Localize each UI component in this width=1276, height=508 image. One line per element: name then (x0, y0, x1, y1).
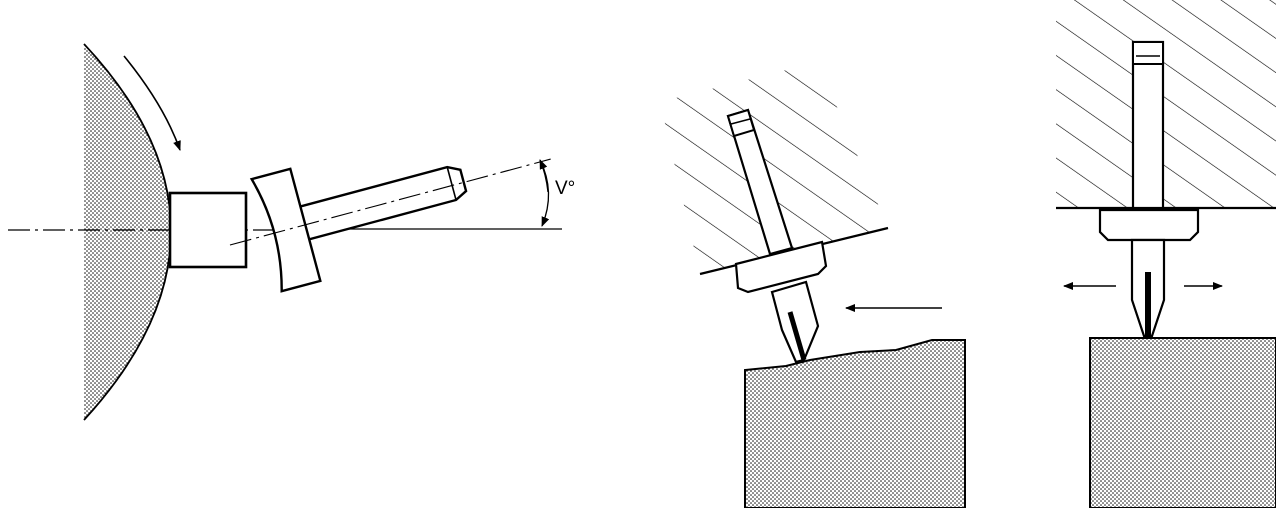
tilted-shank-cap (726, 108, 756, 138)
tool-flange (249, 167, 322, 293)
grinding-setup-figure: V° (8, 43, 575, 421)
tilted-shank-cap-line (730, 118, 751, 125)
tilted-fixture-hatched (660, 62, 888, 274)
tool-shank-tip-line (446, 166, 457, 201)
tilted-tool (229, 158, 551, 293)
tilted-flange (734, 240, 828, 294)
vertical-fixture-hatched (1056, 0, 1276, 208)
angle-arc-top (539, 159, 549, 193)
vertical-workpiece (1089, 337, 1276, 508)
tool-axis-line (229, 158, 551, 246)
tilted-workpiece (744, 339, 966, 508)
vertical-flange (1098, 208, 1200, 242)
angle-label: V° (555, 178, 575, 199)
vertical-shank-cap (1132, 41, 1164, 65)
holder-block (168, 191, 248, 269)
vertical-shank (1131, 40, 1165, 210)
tilted-cutting-figure (660, 62, 966, 508)
tilted-cutter-slot (787, 311, 807, 361)
vertical-cutting-figure (1056, 0, 1276, 508)
rotation-arrow (123, 55, 181, 151)
tool-shank (289, 165, 468, 244)
